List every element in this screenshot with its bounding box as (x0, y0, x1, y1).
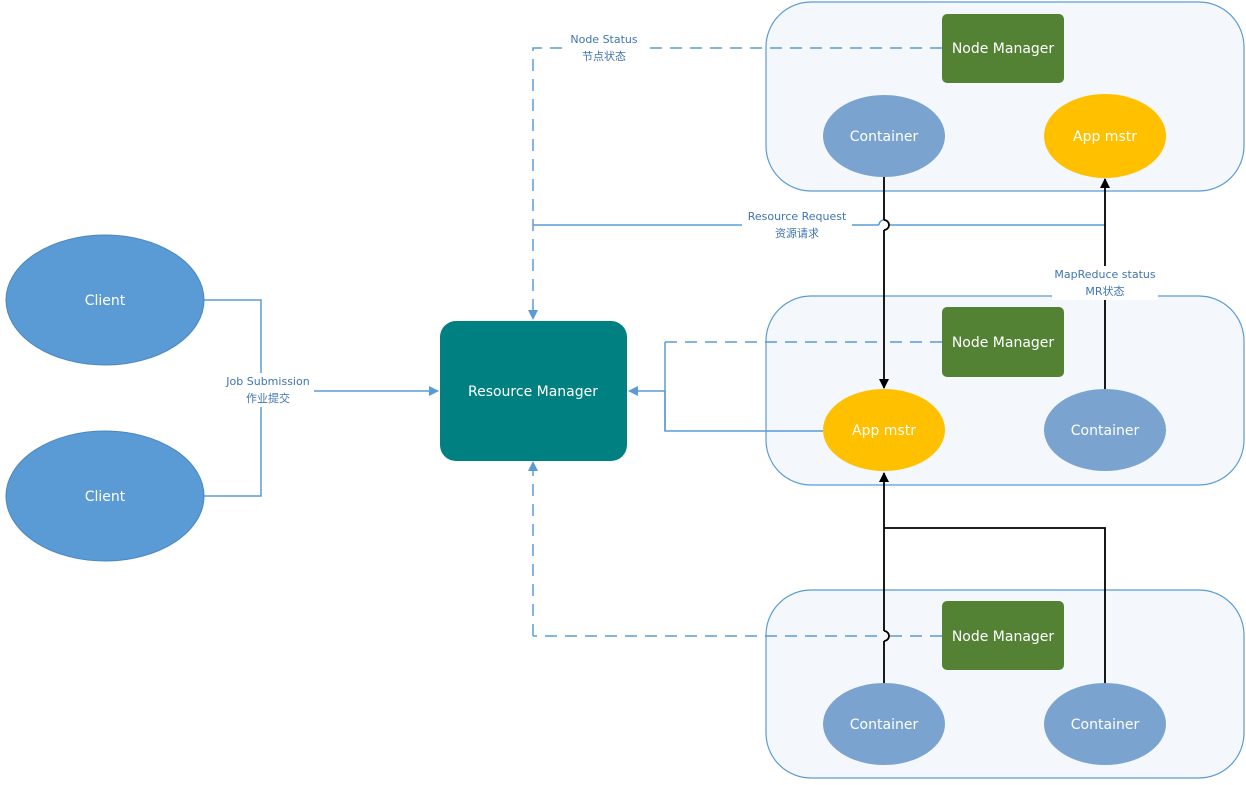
node-manager-box-3 (942, 601, 1064, 670)
app-master-label-2: App mstr (852, 423, 916, 439)
job-submission-label-en: Job Submission (225, 375, 309, 388)
app-master-label-1: App mstr (1073, 129, 1137, 145)
node-manager-label-3: Node Manager (952, 629, 1055, 645)
node-status-label-zh: 节点状态 (582, 49, 626, 63)
mapreduce-status-label-zh: MR状态 (1085, 284, 1124, 298)
node-manager-box-2 (942, 307, 1064, 377)
container-label-3b: Container (1071, 717, 1140, 733)
mapreduce-status-label-bg (1052, 266, 1158, 300)
client-node-2 (5, 430, 205, 562)
client-node-1 (5, 234, 205, 366)
node-manager-box-1 (942, 14, 1064, 83)
client-label-1: Client (85, 293, 126, 309)
node-status-label-bg (562, 31, 646, 65)
app-master-node-1 (1044, 94, 1166, 178)
job-submission-label-bg (222, 373, 314, 407)
node-status-connector-1 (528, 47, 942, 320)
app-master-to-rm-connector (628, 386, 823, 432)
node-manager-label-1: Node Manager (952, 41, 1055, 57)
resource-request-label-en: Resource Request (748, 210, 847, 223)
app-master-node-2 (823, 389, 945, 471)
container-node-2b (1044, 389, 1166, 471)
resource-request-label-zh: 资源请求 (775, 226, 819, 240)
container-node-3a (823, 683, 945, 765)
client-label-2: Client (85, 489, 126, 505)
container-node-1a (823, 95, 945, 177)
resource-request-label-bg (742, 208, 852, 242)
container-node-3b (1044, 683, 1166, 765)
node-manager-label-2: Node Manager (952, 335, 1055, 351)
container-label-1a: Container (850, 129, 919, 145)
node-status-label-en: Node Status (570, 33, 638, 46)
mapreduce-status-label-en: MapReduce status (1054, 268, 1155, 281)
job-submission-label-zh: 作业提交 (246, 391, 290, 405)
resource-manager-box (440, 321, 627, 461)
resource-manager-label: Resource Manager (468, 384, 598, 400)
container-label-2b: Container (1071, 423, 1140, 439)
container-label-3a: Container (850, 717, 919, 733)
